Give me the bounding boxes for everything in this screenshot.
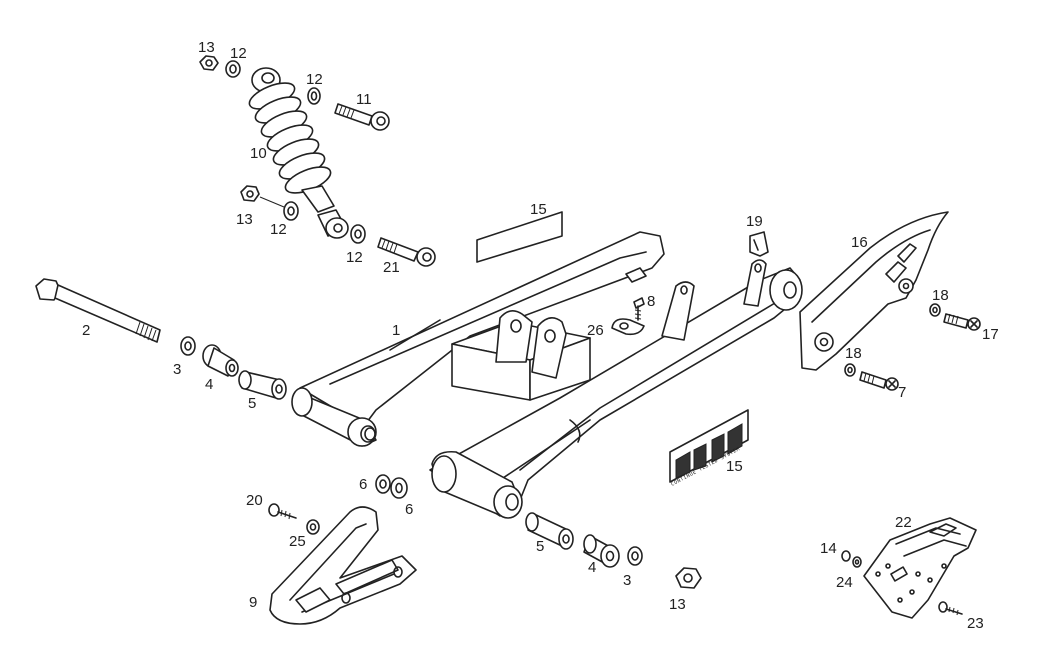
decal-15-upper — [476, 211, 563, 263]
bolt-7 — [859, 371, 899, 391]
callout-18-lower: 18 — [845, 345, 862, 362]
callout-5-right: 5 — [536, 538, 544, 555]
bushing-4-left — [202, 344, 239, 377]
callout-4-left: 4 — [205, 376, 213, 393]
washer-12-lower-left — [283, 201, 299, 221]
callout-10: 10 — [250, 145, 267, 162]
callout-8: 8 — [647, 293, 655, 310]
washer-6-right — [390, 477, 408, 499]
callout-25: 25 — [289, 533, 306, 550]
washer-12-top — [225, 60, 241, 78]
callout-2: 2 — [82, 322, 90, 339]
callout-18-upper: 18 — [932, 287, 949, 304]
washer-18-upper — [929, 303, 941, 317]
washer-18-lower — [844, 363, 856, 377]
callout-6-left: 6 — [359, 476, 367, 493]
callout-3-right: 3 — [623, 572, 631, 589]
bolt-21 — [377, 237, 436, 267]
callout-12-top: 12 — [230, 45, 247, 62]
screw-8 — [633, 297, 645, 321]
callout-12-lower-left: 12 — [270, 221, 287, 238]
callout-1: 1 — [392, 322, 400, 339]
bushing-4-right — [583, 534, 620, 568]
washer-3-left — [180, 336, 196, 356]
spacer-5-left — [238, 370, 287, 400]
callout-labels: 13 12 12 11 10 13 12 12 21 15 2 3 4 5 1 … — [82, 39, 999, 632]
nut-13-top — [199, 55, 219, 71]
chain-guard-16 — [799, 211, 949, 371]
callout-15-upper: 15 — [530, 201, 547, 218]
callout-16: 16 — [851, 234, 868, 251]
callout-14: 14 — [820, 540, 837, 557]
washer-24 — [852, 556, 862, 568]
clamp-26 — [611, 318, 645, 336]
washer-14 — [841, 550, 851, 562]
nut-13-bottom — [675, 567, 702, 589]
screw-20 — [268, 503, 297, 520]
chain-slider-9 — [269, 506, 417, 625]
callout-26: 26 — [587, 322, 604, 339]
callout-12-lower-right: 12 — [346, 249, 363, 266]
callout-5-left: 5 — [248, 395, 256, 412]
nut-13-left — [240, 185, 260, 202]
washer-12-right — [307, 87, 321, 105]
swingarm-1 — [291, 231, 803, 519]
chain-guide-22 — [863, 517, 977, 619]
washer-25 — [306, 519, 320, 535]
callout-19: 19 — [746, 213, 763, 230]
callout-17: 17 — [982, 326, 999, 343]
decal-15-lower: CONTINUE TESTED SYSTEM — [669, 409, 749, 488]
washer-3-right — [627, 546, 643, 566]
callout-22: 22 — [895, 514, 912, 531]
callout-24: 24 — [836, 574, 853, 591]
axle-bolt-2 — [35, 278, 161, 343]
shock-absorber — [248, 67, 349, 239]
bolt-11 — [334, 103, 390, 131]
callout-4-right: 4 — [588, 559, 596, 576]
washer-6-left — [375, 474, 391, 494]
callout-7: 7 — [898, 384, 906, 401]
callout-9: 9 — [249, 594, 257, 611]
callout-11: 11 — [356, 91, 372, 108]
callout-23: 23 — [967, 615, 984, 632]
callout-13-left: 13 — [236, 211, 253, 228]
bolt-17 — [943, 313, 981, 331]
callout-21: 21 — [383, 259, 400, 276]
callout-13-bottom: 13 — [669, 596, 686, 613]
callout-20: 20 — [246, 492, 263, 509]
callout-15-lower: 15 — [726, 458, 743, 475]
callout-6-right: 6 — [405, 501, 413, 518]
screw-23 — [938, 601, 963, 616]
clip-19 — [749, 231, 769, 257]
spacer-5-right — [525, 512, 574, 550]
washer-12-lower-right — [350, 224, 366, 244]
callout-12-right: 12 — [306, 71, 323, 88]
callout-13-top: 13 — [198, 39, 215, 56]
callout-3-left: 3 — [173, 361, 181, 378]
